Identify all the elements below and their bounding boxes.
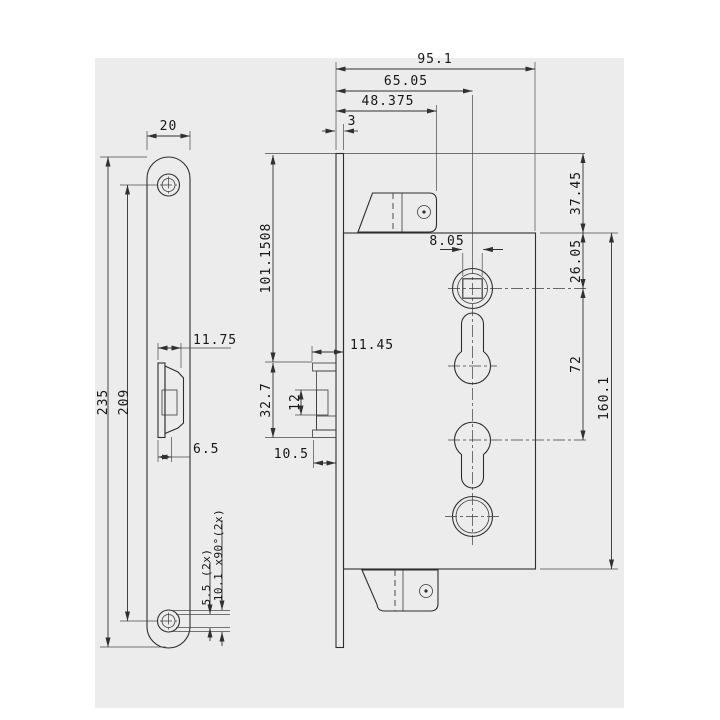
dim-latch-width: 11.75 [157, 333, 237, 368]
dim-label-case-height: 160.1 [597, 376, 612, 420]
dim-case-top-to-spindle: 26.05 [569, 232, 586, 289]
dim-label-latch-height: 32.7 [259, 382, 274, 417]
dim-top-to-latch: 101.1508 [259, 154, 312, 363]
dim-plate-height: 235 [96, 156, 166, 648]
dim-label-screw-spacing: 209 [117, 389, 132, 415]
latch-notch [161, 389, 178, 416]
dim-label-latch-protrusion: 11.45 [350, 338, 394, 353]
upper-cylinder-keyhole [453, 312, 492, 385]
dim-label-tab-depth: 48.375 [362, 94, 415, 109]
dim-label-screw-hole-dia: 5.5 (2x) [200, 549, 213, 606]
dim-spindle-square: 8.05 [429, 234, 503, 276]
dim-backset: 65.05 [335, 74, 473, 94]
tab-screw-hole [417, 205, 431, 219]
tab-screw-hole [419, 584, 433, 598]
dim-label-latch-width: 11.75 [193, 333, 237, 348]
dim-label-top-to-latch: 101.1508 [259, 223, 274, 294]
dim-label-plate-height: 235 [96, 389, 111, 415]
lower-cylinder-keyhole [453, 421, 492, 489]
faceplate-front-view: 20 235 209 11.75 [96, 119, 237, 649]
dim-latch-inner-height: 12 [288, 389, 316, 416]
faceplate-plate [146, 156, 191, 649]
dim-label-plate-to-case-top: 37.45 [569, 171, 584, 215]
dim-latch-height: 32.7 [259, 362, 312, 438]
dim-case-height: 160.1 [597, 232, 615, 570]
dim-label-bolt-protrusion: 10.5 [274, 447, 309, 462]
latch-side-notch [316, 389, 329, 416]
dim-label-plate-thickness: 3 [348, 114, 357, 129]
dim-plate-width: 20 [146, 119, 191, 150]
dim-latch-bottom-width: 6.5 [157, 437, 219, 462]
dim-case-depth: 95.1 [335, 52, 536, 231]
dim-plate-to-case-top: 37.45 [569, 153, 586, 234]
dim-label-backset: 65.05 [384, 74, 428, 89]
dim-screw-spacing: 209 [117, 184, 157, 622]
top-screw-hole [156, 173, 181, 197]
dim-screw-hole-detail: 5.5 (2x) 10.1 x90°(2x) [172, 509, 230, 646]
dim-spindle-to-cylinder: 72 [569, 288, 586, 441]
dim-label-spindle-square: 8.05 [429, 234, 464, 249]
dim-label-case-top-to-spindle: 26.05 [569, 239, 584, 283]
top-mounting-tab [357, 192, 438, 233]
latch-bottom-band [312, 429, 337, 438]
dim-latch-protrusion: 11.45 [311, 338, 394, 361]
latch-front [157, 362, 185, 439]
round-hole [445, 495, 500, 538]
dim-label-latch-bottom-width: 6.5 [193, 442, 219, 457]
dim-label-latch-inner-height: 12 [288, 393, 303, 411]
lock-case-body [342, 232, 537, 570]
bottom-screw-hole [156, 609, 181, 633]
latch-side [312, 362, 337, 438]
dim-label-countersink: 10.1 x90°(2x) [212, 509, 225, 602]
dim-plate-thickness: 3 [322, 114, 358, 150]
lock-case-side-view: 95.1 65.05 48.375 3 8.05 [259, 52, 618, 649]
dim-label-plate-width: 20 [160, 119, 178, 134]
bottom-mounting-tab [361, 569, 439, 612]
dim-label-case-depth: 95.1 [417, 52, 452, 67]
dim-tab-depth: 48.375 [335, 94, 437, 191]
latch-head [164, 365, 185, 435]
dim-bolt-protrusion: 10.5 [274, 440, 337, 468]
dim-label-spindle-to-cylinder: 72 [569, 355, 584, 373]
